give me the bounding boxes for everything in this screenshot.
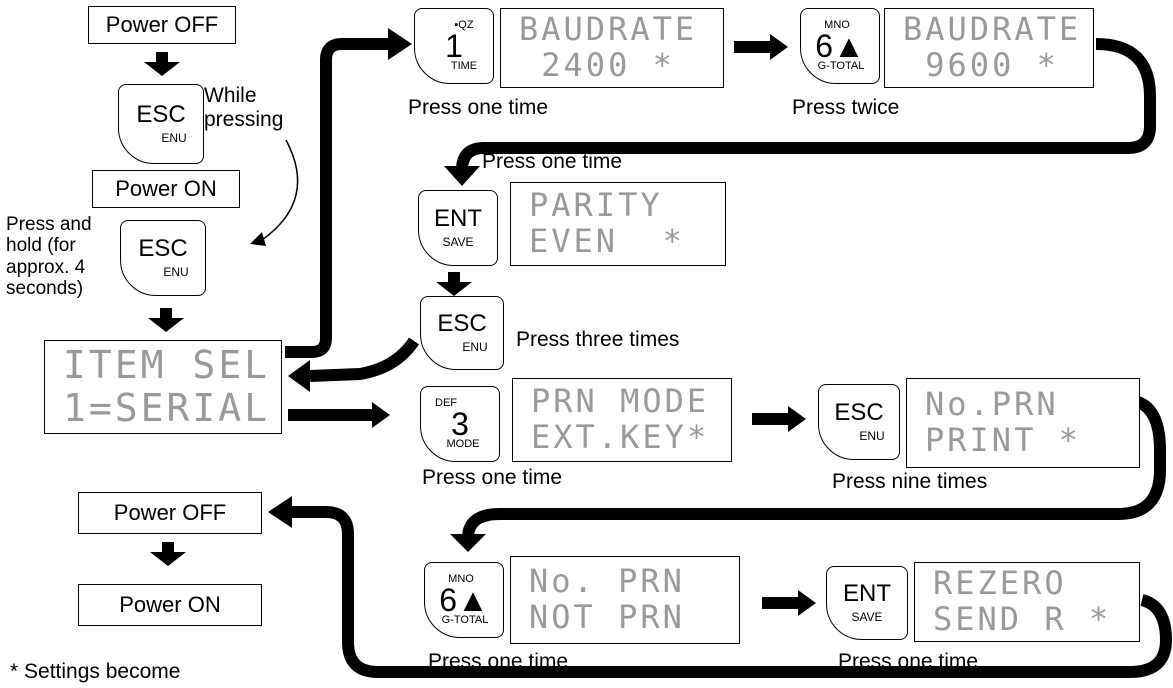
down-arrow-ent-to-esc [436, 272, 472, 298]
lcd-line-2: SEND R * [933, 600, 1112, 638]
footnote: * Settings become [10, 660, 181, 683]
power-off-label-top: Power OFF [105, 12, 219, 37]
power-on-box-top: Power ON [92, 170, 240, 208]
while-pressing-arrowhead [250, 232, 266, 246]
esc-key-label: ESC [138, 235, 188, 262]
label-press-twice: Press twice [792, 96, 900, 119]
esc-key-sub: ENU [859, 429, 885, 443]
label-press-one-time-4: Press one time [428, 650, 569, 673]
key-1-top: ▪QZ [454, 18, 474, 31]
power-off-box-bottom: Power OFF [78, 492, 262, 534]
label-press-nine-times: Press nine times [832, 470, 988, 493]
press-hold-label: Press and hold (for approx. 4 seconds) [6, 214, 92, 299]
esc-key-sub: ENU [161, 131, 187, 145]
lcd-no-prn-print: No.PRN PRINT * [906, 378, 1140, 468]
key-6-top: MNO [448, 572, 474, 585]
lcd-baudrate-2400: BAUDRATE 2400 * [500, 8, 724, 88]
ent-key-label: ENT [434, 205, 482, 232]
ent-key-label: ENT [843, 580, 891, 607]
lcd-line-2: 9600 * [903, 46, 1059, 84]
key-3-top: DEF [435, 396, 457, 409]
esc-key-sub: ENU [163, 265, 189, 279]
connector-itemsel-to-key1 [285, 38, 392, 358]
while-pressing-label: While pressing [204, 84, 284, 132]
lcd-line-2: EXT.KEY* [531, 418, 710, 456]
lcd-line-2: NOT PRN [529, 598, 685, 636]
lcd-line-2: 2400 * [519, 46, 675, 84]
power-off-label-bottom: Power OFF [113, 500, 227, 525]
esc-key-sub: ENU [462, 340, 488, 354]
lcd-line-1: PRN MODE [531, 382, 710, 421]
key-3-mode: DEF 3 MODE [420, 386, 500, 462]
lcd-line-1: REZERO [933, 564, 1067, 603]
label-press-one-time-1: Press one time [408, 96, 549, 119]
lcd-line-1: No. PRN [529, 562, 685, 601]
label-press-three-times: Press three times [516, 328, 680, 351]
lcd-line-1: BAUDRATE [519, 10, 698, 49]
while-pressing-curve [261, 139, 299, 241]
key-6-digit: 6▲ [439, 581, 489, 618]
connector-rezero-to-poweroff [290, 506, 1172, 678]
right-arrow-itemsel-to-key3 [288, 402, 390, 428]
right-arrow-2400-to-key6 [734, 34, 792, 60]
lcd-line-1: PARITY [529, 186, 663, 225]
lcd-rezero: REZERO SEND R * [914, 562, 1140, 642]
ent-key-sub: SAVE [442, 235, 474, 249]
down-arrow-1 [144, 52, 180, 78]
esc-key-1: ESC ENU [118, 84, 204, 164]
power-on-label-top: Power ON [115, 176, 217, 201]
key-1-digit: 1 [445, 27, 463, 64]
esc-key-label: ESC [437, 310, 487, 337]
right-arrow-prnmode-to-esc [752, 406, 810, 432]
ent-key-2: ENT SAVE [826, 566, 908, 640]
arrowhead-itemsel [288, 360, 310, 392]
arrowhead-ent [444, 166, 480, 186]
lcd-line-2: PRINT * [925, 421, 1081, 459]
power-on-label-bottom: Power ON [119, 592, 221, 617]
down-arrow-2 [148, 308, 184, 334]
key-3-bottom: MODE [446, 438, 480, 451]
lcd-line-2: EVEN * [529, 222, 685, 260]
arrowhead-key6 [450, 534, 486, 552]
key-3-digit: 3 [451, 405, 469, 442]
esc-key-2: ESC ENU [120, 220, 206, 296]
lcd-no-prn-not: No. PRN NOT PRN [510, 556, 740, 644]
label-press-one-time-2: Press one time [482, 150, 623, 173]
lcd-line-1: No.PRN [925, 385, 1059, 424]
lcd-baudrate-9600: BAUDRATE 9600 * [884, 8, 1094, 88]
key-6-gtotal-2: MNO 6▲ G-TOTAL [424, 562, 504, 638]
lcd-line-1: ITEM SEL [63, 343, 271, 388]
esc-key-label: ESC [834, 399, 884, 426]
key-6-top: MNO [824, 18, 850, 31]
lcd-parity-even: PARITY EVEN * [510, 182, 726, 266]
label-press-one-time-3: Press one time [422, 466, 563, 489]
arrowhead-key1 [388, 28, 412, 60]
connector-9600-to-ent [456, 38, 1156, 171]
key-1-time: ▪QZ 1 TIME [414, 8, 494, 84]
down-arrow-3 [150, 542, 186, 568]
arrowhead-poweroff [268, 496, 292, 528]
connector-print-to-key6 [462, 396, 1166, 539]
lcd-line-1: BAUDRATE [903, 10, 1082, 49]
key-6-gtotal-1: MNO 6▲ G-TOTAL [800, 8, 880, 84]
label-press-one-time-5: Press one time [838, 650, 979, 673]
key-6-bottom: G-TOTAL [441, 614, 489, 627]
lcd-prn-mode: PRN MODE EXT.KEY* [512, 378, 732, 462]
key-6-bottom: G-TOTAL [817, 60, 865, 73]
lcd-item-sel: ITEM SEL 1=SERIAL [44, 340, 282, 434]
power-on-box-bottom: Power ON [78, 584, 262, 626]
esc-key-3: ESC ENU [420, 296, 504, 370]
right-arrow-notprn-to-ent [762, 590, 820, 616]
ent-key-1: ENT SAVE [418, 190, 498, 266]
power-off-box-top: Power OFF [88, 6, 236, 44]
lcd-line-2: 1=SERIAL [63, 386, 271, 430]
connector-esc-to-itemsel [309, 337, 419, 382]
key-6-digit: 6▲ [815, 27, 865, 64]
esc-key-4: ESC ENU [818, 384, 900, 460]
ent-key-sub: SAVE [851, 610, 883, 624]
key-1-bottom: TIME [450, 60, 478, 73]
esc-key-label: ESC [136, 101, 186, 128]
